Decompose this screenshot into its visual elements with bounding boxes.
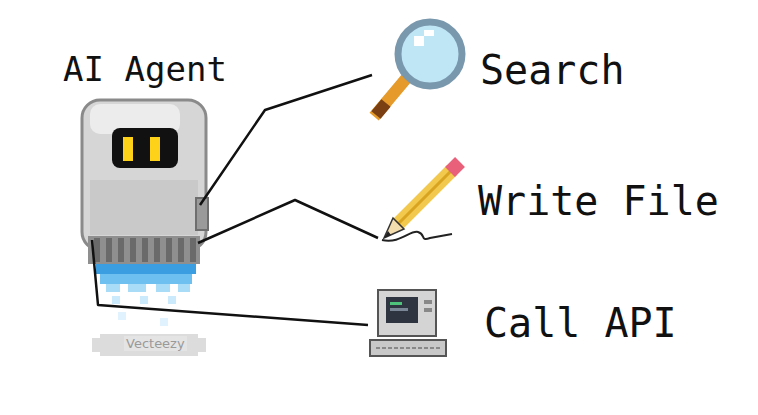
connector-line: [92, 240, 368, 325]
tool-label: Search: [480, 47, 625, 93]
computer-icon: [370, 290, 446, 356]
connector-line: [200, 75, 372, 205]
tool-label: Write File: [478, 178, 719, 224]
tool-label: Call API: [484, 300, 677, 346]
tool-node: Write File: [378, 156, 725, 246]
tool-node: Search: [372, 20, 631, 120]
tool-node: Call API: [368, 286, 683, 360]
magnifier-icon: [376, 22, 462, 115]
agent-node: AI Agent: [50, 46, 240, 346]
watermark: Vecteezy: [124, 336, 187, 351]
robot-shadow: [92, 334, 206, 356]
pencil-icon: [382, 162, 460, 241]
robot: [82, 100, 208, 264]
robot-glow: [96, 262, 196, 326]
connector-line: [198, 200, 378, 243]
agent-title: AI Agent: [63, 50, 227, 89]
